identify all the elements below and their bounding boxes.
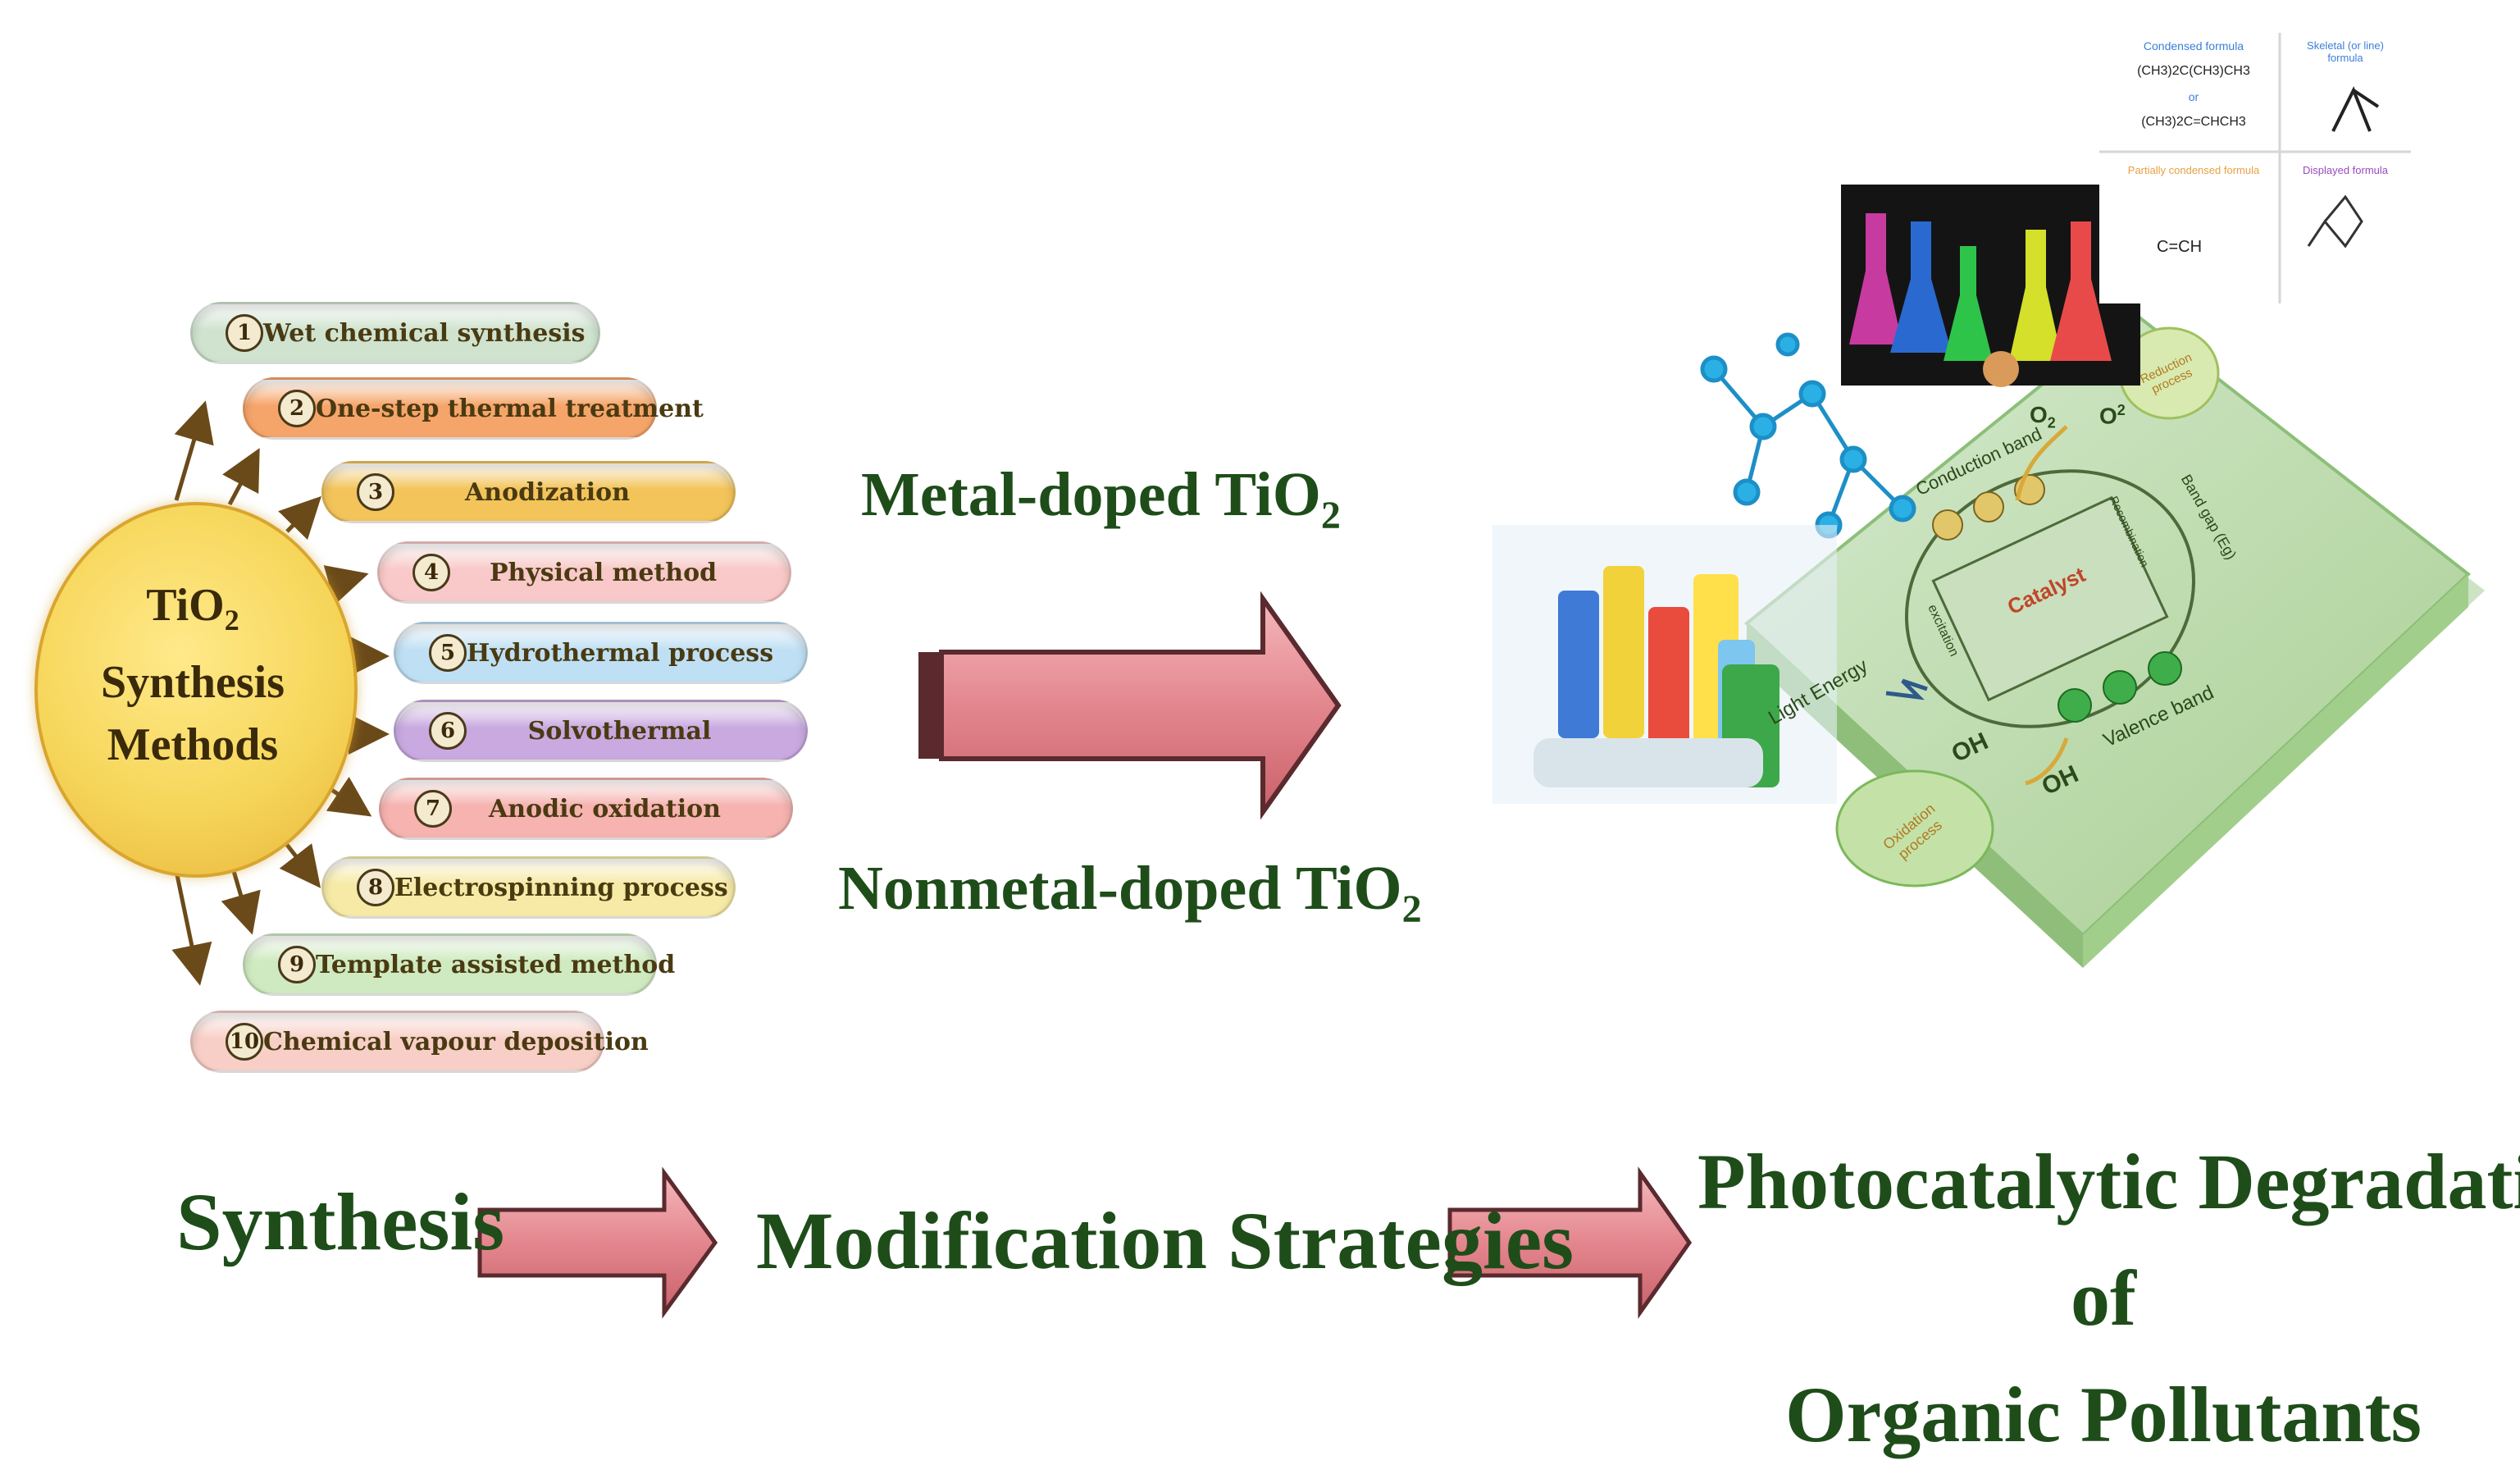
sun-title: TiO2 (146, 580, 239, 637)
formula-condensed-1: (CH3)2C(CH3)CH3 (2137, 64, 2250, 78)
formula-partial-title: Partially condensed formula (2127, 164, 2260, 176)
displayed-structure (2307, 194, 2363, 249)
hole-1 (2057, 688, 2092, 723)
reduction-arrow (2015, 425, 2068, 501)
lightning-icon (1885, 678, 1928, 700)
flask-photo (1841, 185, 2140, 387)
method-label: Chemical vapour deposition (263, 1027, 649, 1056)
method-pill-4: 4 Physical method (377, 541, 791, 604)
formula-condensed-2: (CH3)2C=CHCH3 (2141, 115, 2246, 129)
method-label: One-step thermal treatment (316, 394, 704, 423)
method-number: 7 (414, 790, 452, 828)
formula-condensed-or: or (2188, 90, 2199, 103)
degradation-line2: of (2071, 1254, 2136, 1342)
method-label: Template assisted method (316, 950, 676, 979)
sun-line-methods: Methods (107, 719, 279, 771)
method-number: 8 (357, 869, 394, 906)
cleaning-bottles (1492, 525, 1837, 804)
workflow-synthesis: Synthesis (176, 1176, 505, 1267)
method-label: Wet chemical synthesis (263, 318, 586, 348)
method-number: 1 (226, 314, 263, 352)
hole-3 (2148, 651, 2182, 686)
method-number: 5 (429, 634, 467, 672)
sun-line-synthesis: Synthesis (100, 657, 285, 709)
band-diagram (1885, 425, 2196, 786)
method-number: 10 (226, 1023, 263, 1061)
big-arrow (918, 591, 1342, 820)
hole-2 (2103, 670, 2137, 705)
formula-panel (2099, 25, 2411, 303)
o2-radical-label: O2 (2099, 402, 2126, 429)
method-number: 2 (278, 390, 316, 427)
method-pill-7: 7 Anodic oxidation (379, 778, 793, 840)
formula-displayed-title: Displayed formula (2302, 164, 2389, 176)
oxidation-arrow (2025, 737, 2069, 786)
electron-1 (1932, 509, 1963, 541)
workflow-degradation: Photocatalytic Degradation of Organic Po… (1697, 1124, 2520, 1473)
arrow-synthesis-to-modification (477, 1166, 718, 1319)
method-label: Solvothermal (527, 716, 712, 746)
method-number: 6 (429, 712, 467, 750)
electron-2 (1973, 491, 2004, 522)
workflow-modification: Modification Strategies (756, 1195, 1574, 1286)
method-number: 4 (412, 554, 450, 591)
method-number: 3 (357, 473, 394, 511)
method-label: Anodization (464, 477, 631, 507)
formula-partial: C=CH (2157, 238, 2203, 256)
sun-label: TiO2 Synthesis Methods (49, 574, 336, 776)
method-pill-3: 3 Anodization (321, 461, 736, 523)
o2-label: O2 (2030, 402, 2056, 431)
method-label: Anodic oxidation (489, 794, 721, 824)
nonmetal-doped-label: Nonmetal-doped TiO2 (838, 854, 1422, 932)
metal-doped-label: Metal-doped TiO2 (861, 460, 1341, 538)
method-label: Electrospinning process (394, 873, 728, 902)
method-label: Physical method (489, 558, 718, 587)
sun-circle (34, 502, 358, 878)
catalyst-box (1931, 495, 2169, 702)
arrow-modification-to-degradation (1447, 1166, 1693, 1319)
method-label: Hydrothermal process (467, 638, 774, 668)
oxidation-cloud (1835, 769, 1994, 888)
formula-skeletal-title: Skeletal (or line) formula (2307, 39, 2384, 64)
method-number: 9 (278, 946, 316, 983)
formula-condensed-title: Condensed formula (2143, 39, 2244, 52)
skeletal-structure (2331, 86, 2380, 132)
degradation-line1: Photocatalytic Degradation (1697, 1138, 2520, 1225)
degradation-line3: Organic Pollutants (1784, 1371, 2422, 1458)
method-pill-6: 6 Solvothermal (394, 700, 808, 762)
